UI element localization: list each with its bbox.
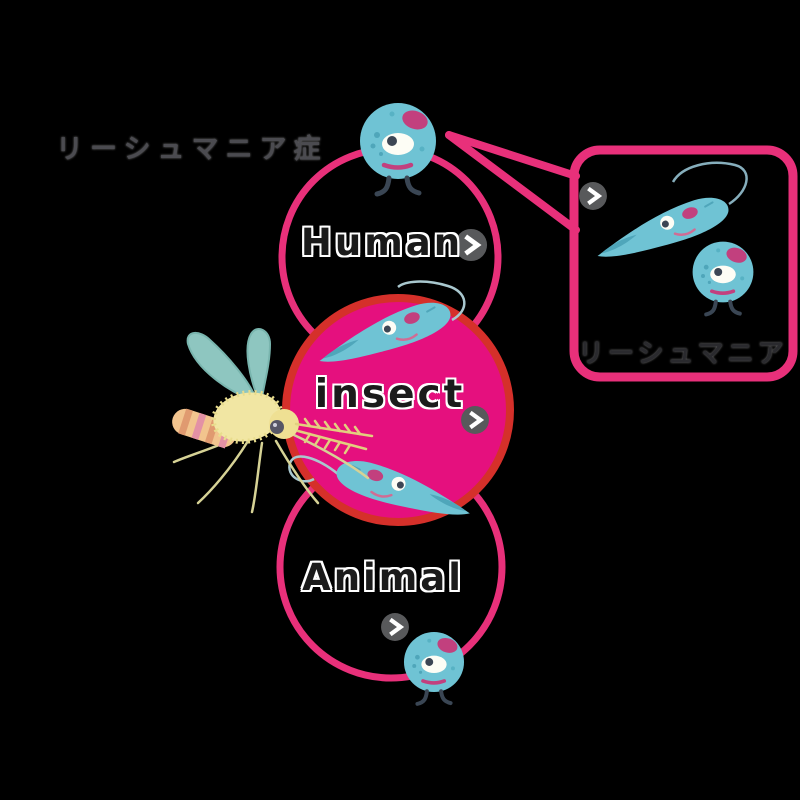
callout-chevron-right-icon[interactable] xyxy=(579,182,607,210)
callout-box xyxy=(569,145,798,382)
animal-chevron-right-icon[interactable] xyxy=(381,613,409,641)
animal-node-label: Animal xyxy=(302,556,464,599)
promastigote-flagellum xyxy=(671,161,748,206)
callout-pointer xyxy=(445,131,580,234)
callout-amastigote-illustration xyxy=(693,242,754,315)
insect-node-label: insect xyxy=(314,372,466,417)
human-node-label: Human xyxy=(300,221,464,264)
sandfly-mosquito-illustration xyxy=(172,328,374,514)
amastigote-animal-illustration xyxy=(402,630,466,706)
callout-label: リーシュマニア xyxy=(578,339,788,369)
amastigote-human-illustration xyxy=(360,103,436,194)
diagram-title: リーシュマニア症 xyxy=(56,134,328,165)
promastigote-flagellum xyxy=(397,280,466,322)
